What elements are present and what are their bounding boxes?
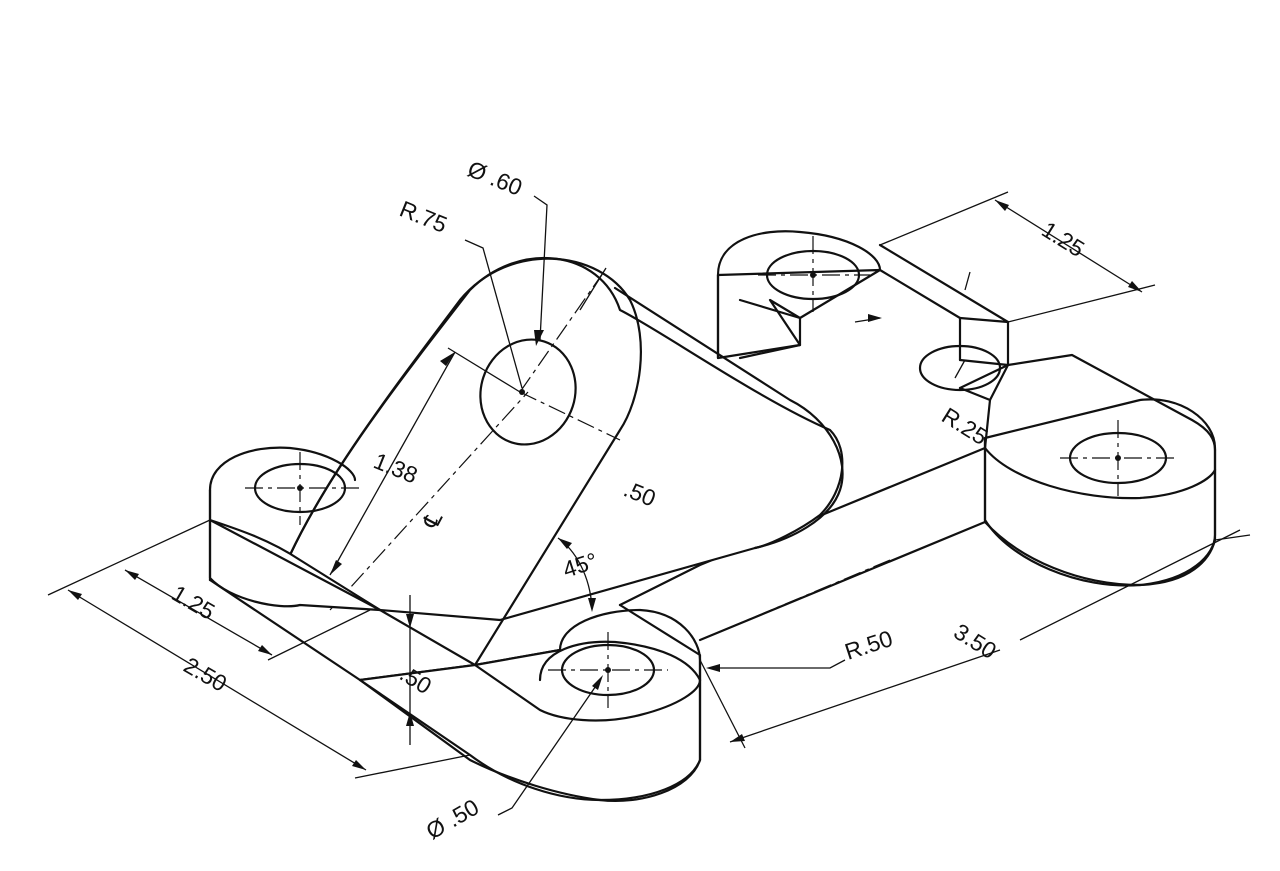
dim-r-50-label: R.50 <box>842 625 896 665</box>
base-plate <box>618 363 1010 642</box>
upper-back-boss <box>716 230 882 360</box>
dim-r-top-label: R.75 <box>396 196 451 238</box>
dim-350-label: 3.50 <box>949 618 1001 664</box>
dim-r-25: R.25 <box>937 359 992 450</box>
dim-r-50: R.50 <box>706 625 896 672</box>
dim-250-label: 2.50 <box>180 652 232 697</box>
dim-dia-top-label: Ø .60 <box>464 156 526 201</box>
right-boss <box>983 353 1217 587</box>
dim-125-left-label: 1.25 <box>168 580 220 625</box>
front-boss <box>358 603 702 802</box>
slot-block <box>878 243 1010 392</box>
inclined-lug <box>288 257 844 667</box>
dim-dia-bottom-label: Ø .50 <box>422 794 484 845</box>
dim-125-top-label: 1.25 <box>1037 216 1089 262</box>
